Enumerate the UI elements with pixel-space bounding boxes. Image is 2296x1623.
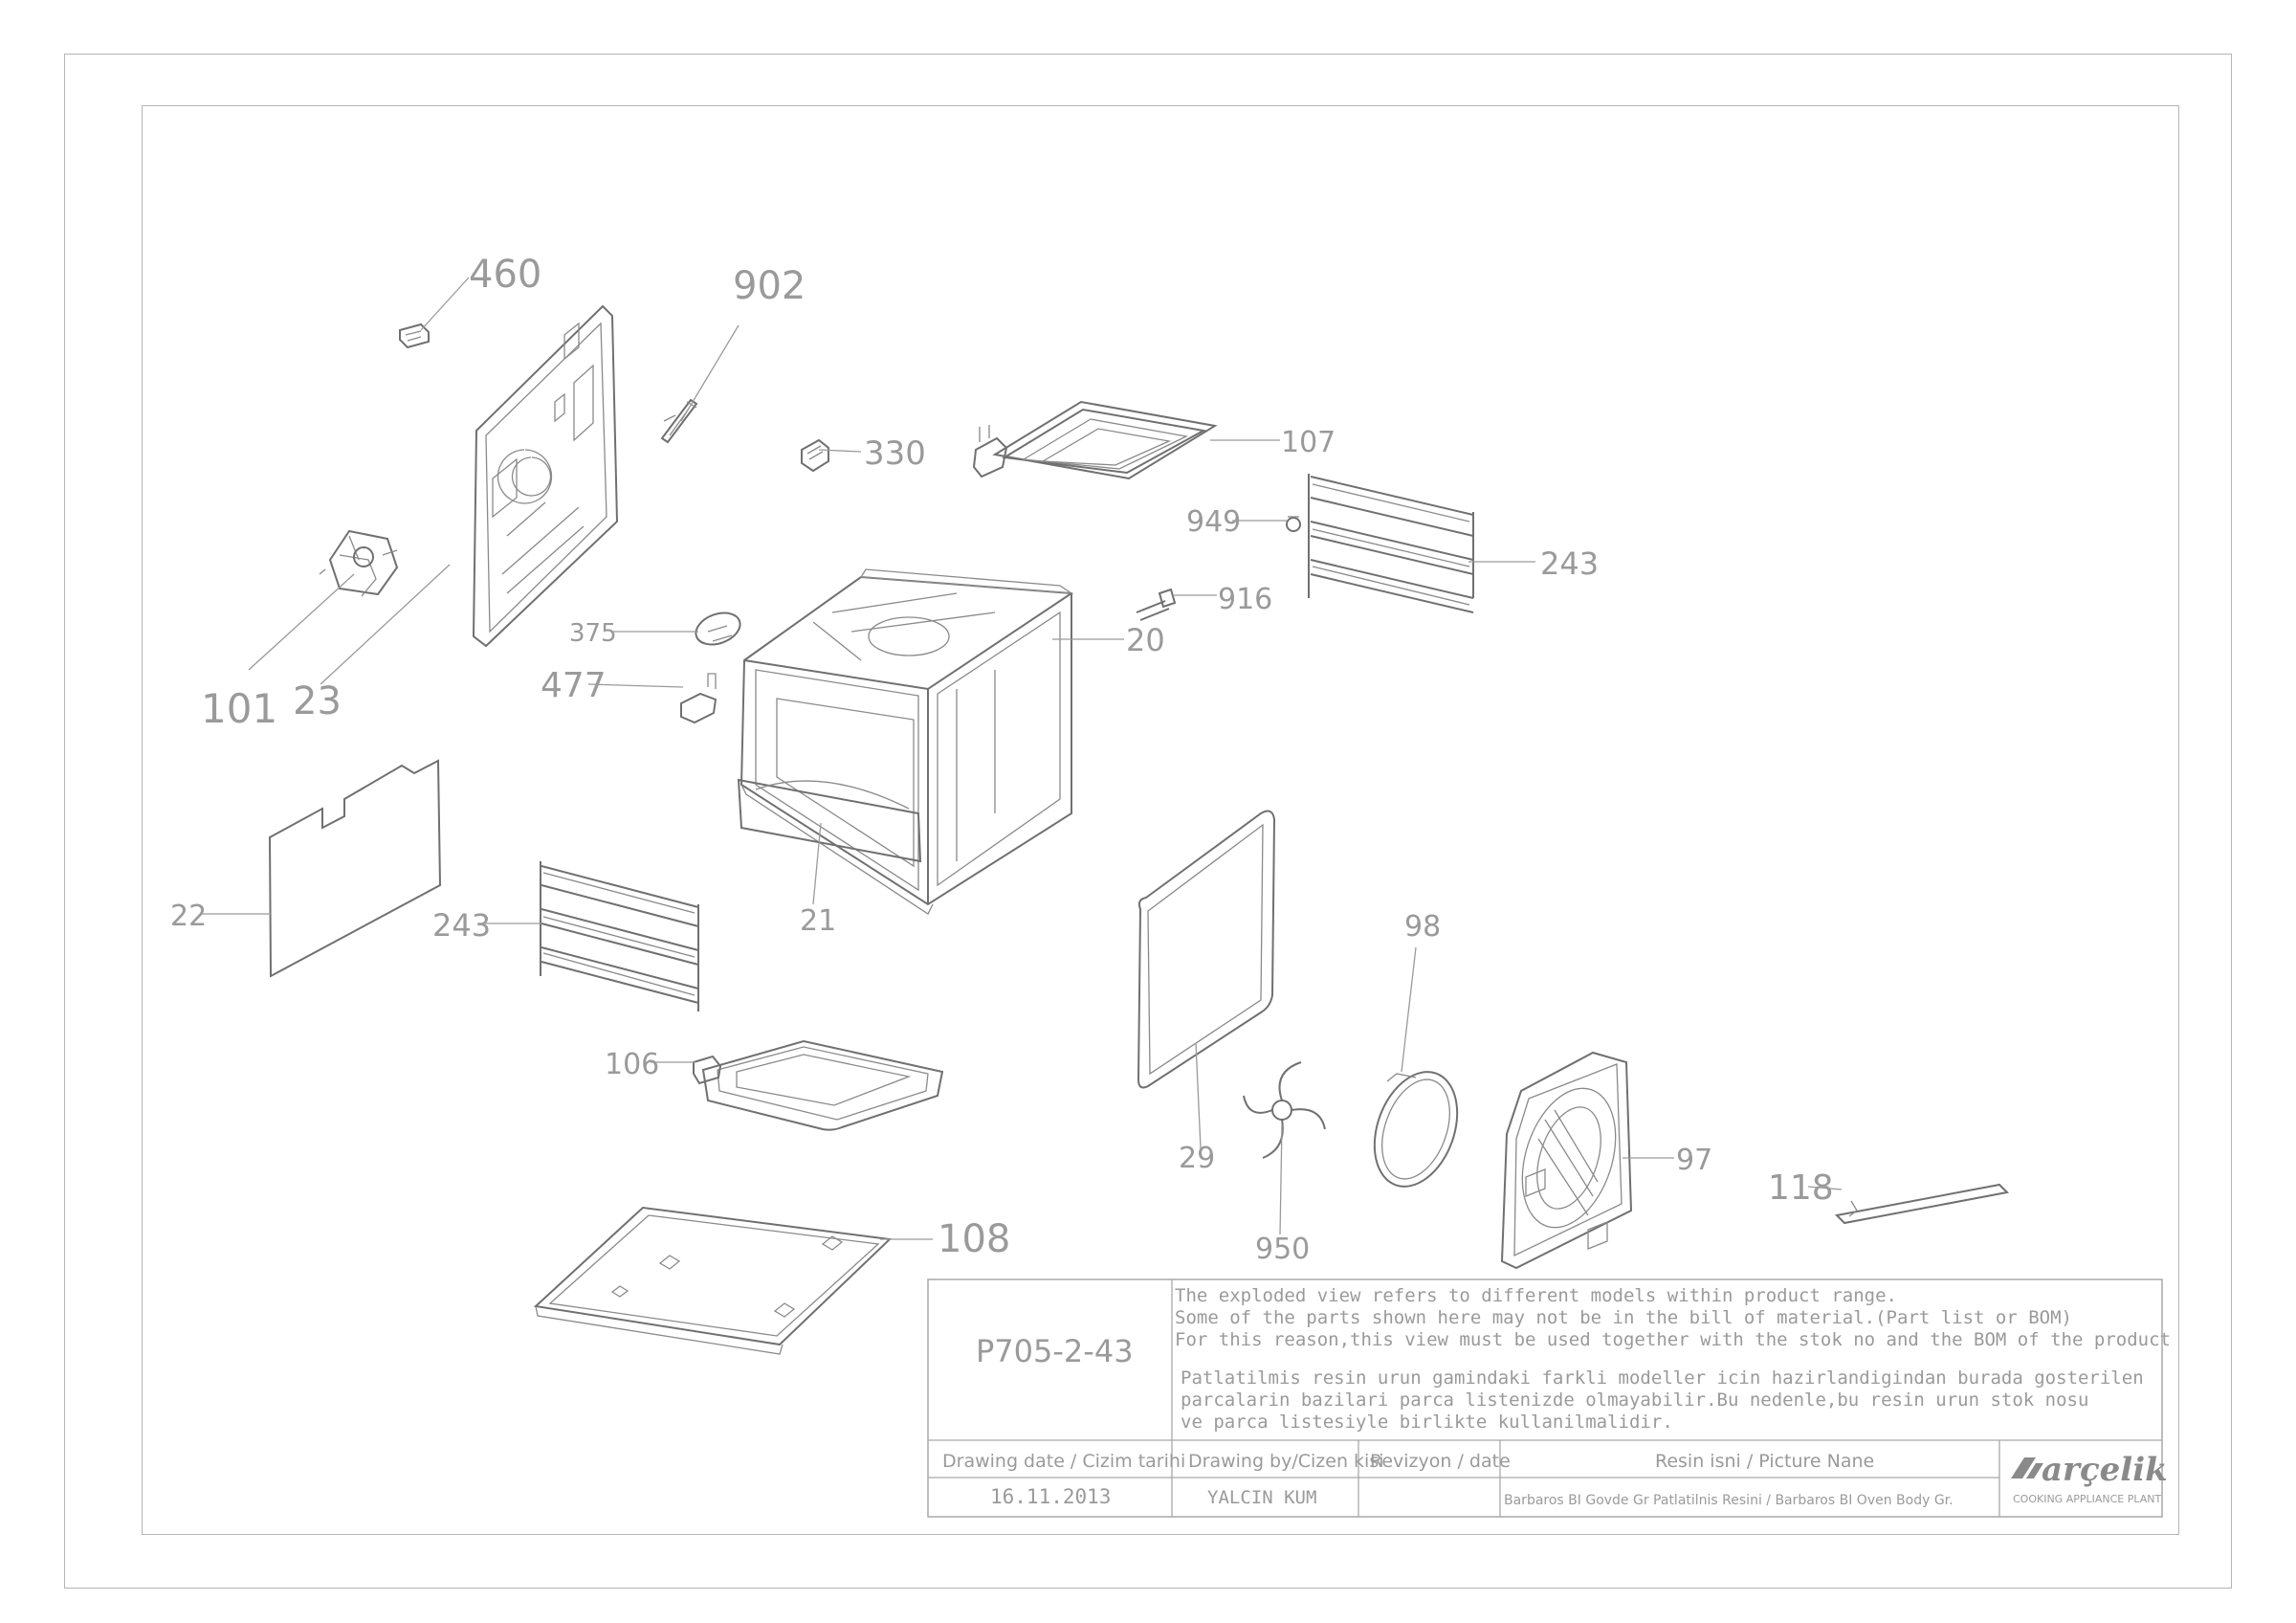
callout-916: 916: [1218, 583, 1272, 616]
arcelik-logo: arçelik COOKING APPLIANCE PLANT: [2011, 1451, 2168, 1505]
part-118-rod: [1834, 1183, 2010, 1225]
callout-20: 20: [1126, 622, 1165, 658]
part-97-fan-cover: [1500, 1051, 1633, 1270]
callout-22: 22: [170, 900, 207, 933]
part-375-fan: [695, 611, 741, 646]
drawing-number: P705-2-43: [976, 1333, 1134, 1369]
picture-name-value: Barbaros BI Govde Gr Patlatilnis Resini …: [1504, 1493, 1954, 1508]
callout-98: 98: [1404, 910, 1441, 944]
callout-118: 118: [1768, 1168, 1834, 1208]
callout-23: 23: [293, 679, 342, 723]
part-23-rear-panel: [472, 304, 619, 648]
callout-950: 950: [1255, 1233, 1310, 1266]
callout-477: 477: [541, 666, 607, 705]
part-460-clip: [399, 322, 430, 349]
callout-460: 460: [469, 253, 541, 297]
callout-375: 375: [569, 619, 617, 648]
part-108-bottom-plate: [533, 1206, 893, 1355]
note-tr-line-1: Patlatilmis resin urun gamindaki farkli …: [1181, 1367, 2144, 1389]
note-tr-line-2: parcalarin bazilari parca listenizde olm…: [1181, 1390, 2088, 1411]
callout-107: 107: [1281, 426, 1336, 459]
date-value: 16.11.2013: [990, 1485, 1111, 1508]
date-header: Drawing date / Cizim tarihi: [942, 1451, 1185, 1472]
callout-949: 949: [1186, 505, 1241, 539]
part-106-bottom-heater: [693, 1039, 944, 1131]
note-en-line-1: The exploded view refers to different mo…: [1175, 1285, 1897, 1306]
part-20-oven-cavity: [740, 568, 1074, 915]
outer-border: [64, 54, 2232, 1589]
callout-97: 97: [1676, 1144, 1712, 1177]
part-477-switch: [680, 673, 718, 724]
callout-108: 108: [938, 1217, 1010, 1261]
callout-106: 106: [605, 1048, 659, 1081]
callout-243-right: 243: [1540, 545, 1599, 582]
by-value: YALCIN KUM: [1207, 1487, 1316, 1508]
part-902-bracket: [660, 398, 698, 444]
callout-21: 21: [800, 904, 836, 938]
part-107-top-heater: [972, 400, 1218, 480]
callout-902: 902: [733, 264, 806, 308]
part-330-thermostat: [801, 438, 829, 473]
part-243-side-rack-right: [1308, 474, 1474, 613]
inner-border: [142, 105, 2179, 1535]
part-950-fan-blade: [1243, 1061, 1326, 1159]
revision-header: Revizyon / date: [1370, 1451, 1511, 1472]
callout-101: 101: [201, 685, 277, 732]
note-en-line-2: Some of the parts shown here may not be …: [1175, 1307, 2072, 1328]
logo-subtitle: COOKING APPLIANCE PLANT: [2013, 1493, 2162, 1505]
picture-name-header: Resin isni / Picture Nane: [1655, 1451, 1874, 1472]
part-21-front-frame: [737, 778, 922, 863]
note-en-line-3: For this reason,this view must be used t…: [1175, 1329, 2171, 1350]
part-22-insulation: [268, 759, 442, 978]
note-tr-line-3: ve parca listesiyle birlikte kullanilmal…: [1181, 1412, 1673, 1433]
callout-243-left: 243: [432, 907, 491, 944]
part-29-door-gasket: [1137, 810, 1276, 1089]
part-98-fan-ring: [1373, 1071, 1459, 1188]
part-916-screw: [1136, 588, 1177, 621]
part-243-side-rack-left: [540, 861, 699, 1012]
callout-330: 330: [864, 434, 926, 473]
part-101-fan-motor: [319, 529, 399, 597]
logo-wordmark: arçelik: [2042, 1451, 2168, 1489]
callout-29: 29: [1179, 1142, 1215, 1175]
title-block: P705-2-43 The exploded view refers to di…: [927, 1278, 2171, 1518]
part-949-lamp: [1286, 516, 1301, 532]
by-header: Drawing by/Cizen kisi: [1188, 1451, 1384, 1472]
